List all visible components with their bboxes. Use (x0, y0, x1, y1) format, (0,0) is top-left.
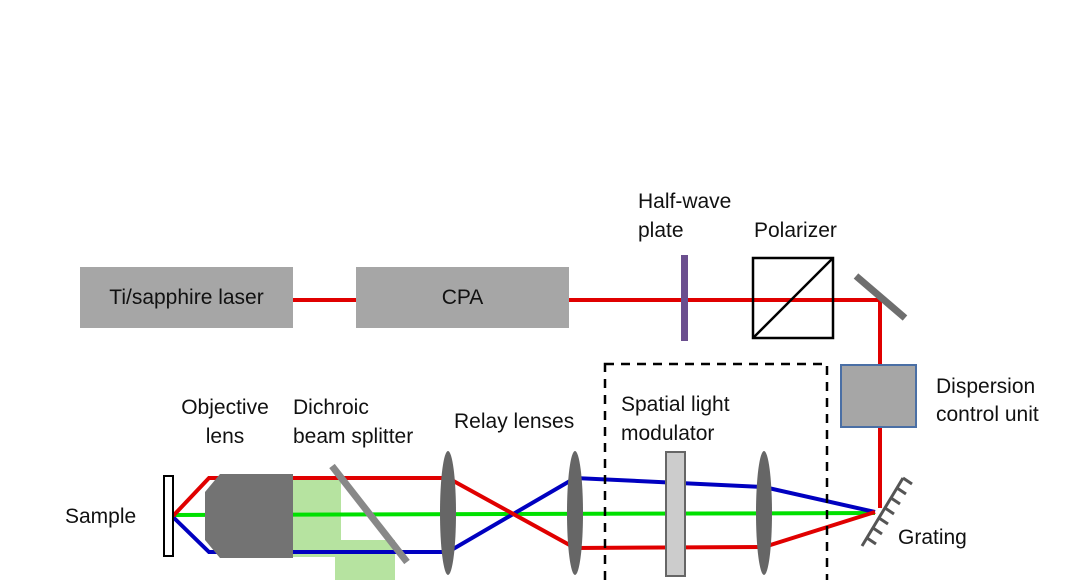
green-collection-region (293, 477, 341, 557)
relay-lenses-label: Relay lenses (454, 410, 575, 433)
cpa-label: CPA (441, 285, 484, 309)
sample-slide (163, 475, 174, 557)
dispersion-unit-box (840, 364, 917, 428)
objective-label-line2: lens (205, 425, 245, 448)
sample-label: Sample (65, 505, 137, 528)
dichroic-label-line1: Dichroic (293, 396, 369, 419)
grating-element (860, 476, 913, 547)
polarizer-cube (751, 256, 835, 340)
cpa-box (356, 267, 569, 328)
slm-element (665, 451, 686, 577)
turning-mirror (853, 273, 908, 321)
laser-box (80, 267, 293, 328)
polarizer-diagonal (752, 257, 834, 339)
green-output-region (335, 540, 395, 580)
half-wave-plate-label-line1: Half-wave (638, 190, 732, 213)
laser-label: Ti/sapphire laser (109, 285, 264, 309)
dichroic-label-line2: beam splitter (293, 425, 414, 448)
slm-label-line2: modulator (621, 422, 715, 445)
half-wave-plate-label-line2: plate (638, 219, 684, 242)
slm-label-line1: Spatial light (621, 393, 730, 416)
grating-label: Grating (898, 526, 967, 549)
half-wave-plate (681, 255, 688, 341)
dichroic-beam-splitter (329, 463, 410, 565)
dispersion-unit-label-line2: control unit (936, 403, 1039, 426)
slm-dashed-box (603, 362, 829, 580)
objective-lens (205, 474, 293, 558)
slm-lens-right (756, 451, 772, 575)
dispersion-unit-label-line1: Dispersion (936, 375, 1036, 398)
objective-label-line1: Objective (181, 396, 269, 419)
relay-lens-left (440, 451, 456, 575)
polarizer-label: Polarizer (754, 219, 837, 242)
relay-lens-right (567, 451, 583, 575)
